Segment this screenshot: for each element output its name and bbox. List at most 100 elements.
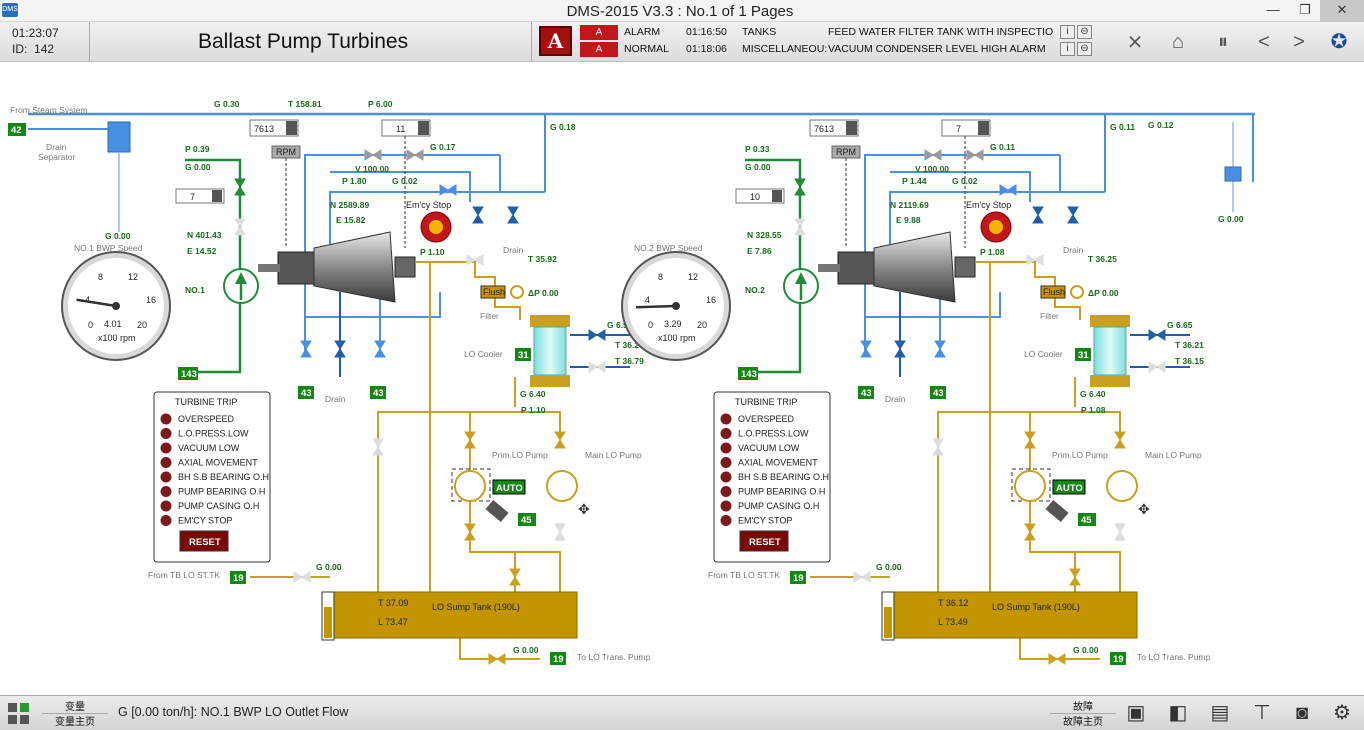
flow-box-19b[interactable] [1110, 652, 1126, 665]
open-icon[interactable]: ▤ [1210, 702, 1230, 724]
flow-box-43b[interactable] [370, 386, 386, 399]
spinner-icon[interactable] [212, 190, 222, 202]
oil-valve-icon[interactable] [554, 431, 566, 449]
flow-box-143[interactable] [178, 367, 198, 380]
flow-box[interactable] [8, 123, 26, 136]
close-button[interactable]: ✕ [1320, 0, 1364, 22]
alarm-info-button[interactable]: i [1060, 42, 1075, 56]
oil-valve-icon[interactable] [464, 523, 476, 541]
steam-valve-icon[interactable] [924, 149, 942, 161]
spinner-icon[interactable] [772, 190, 782, 202]
spinner-icon[interactable] [846, 121, 857, 135]
alarm-ack-button[interactable]: ⊖ [1077, 42, 1092, 56]
camera-icon[interactable]: ◙ [1295, 702, 1309, 724]
pause-icon[interactable]: ⏸ [1218, 31, 1228, 53]
oil-valve-icon[interactable] [853, 571, 871, 583]
flush-button[interactable] [480, 285, 506, 299]
flow-box-19[interactable] [790, 571, 806, 584]
drain-valve-icon[interactable] [507, 206, 519, 224]
prim-lo-pump-icon[interactable] [1014, 470, 1046, 502]
alarm-info-button[interactable]: i [1060, 25, 1075, 39]
flow-box-143[interactable] [738, 367, 758, 380]
oil-valve-icon[interactable] [509, 568, 521, 586]
flow-box-45[interactable] [1078, 513, 1096, 526]
oil-valve-icon[interactable] [466, 254, 484, 266]
relief-valve-icon[interactable] [372, 438, 384, 456]
restore-button[interactable]: ❐ [1299, 2, 1311, 17]
steam-valve-icon[interactable] [439, 184, 457, 196]
oil-valve-icon[interactable] [1024, 523, 1036, 541]
gauge-hub [112, 302, 120, 310]
var-home-button[interactable]: 变量主页 [55, 717, 95, 728]
next-icon[interactable]: > [1293, 31, 1305, 53]
flow-box-31[interactable] [1075, 348, 1091, 361]
flow-box-31[interactable] [515, 348, 531, 361]
flow-box-19b[interactable] [550, 652, 566, 665]
cw-valve-icon[interactable] [1148, 329, 1166, 341]
reset-button[interactable] [739, 530, 789, 552]
flush-button[interactable] [1040, 285, 1066, 299]
oil-valve-icon[interactable] [1114, 431, 1126, 449]
oil-valve-icon[interactable] [464, 431, 476, 449]
oil-valve-icon[interactable] [1026, 254, 1044, 266]
steam-valve-icon[interactable] [966, 149, 984, 161]
flow-box-45[interactable] [518, 513, 536, 526]
oil-valve-icon[interactable] [554, 523, 566, 541]
auto-button[interactable] [1052, 479, 1086, 495]
auto-button[interactable] [492, 479, 526, 495]
mute-icon[interactable]: ⨯ [1126, 31, 1144, 53]
governor-valve-icon[interactable] [794, 218, 806, 236]
drain-valve-icon[interactable] [894, 340, 906, 358]
alarm-row[interactable]: A NORMAL 01:18:06 MISCELLANEOU: VACUUM C… [580, 41, 1100, 58]
alarm-row[interactable]: A ALARM 01:16:50 TANKS FEED WATER FILTER… [580, 24, 1100, 41]
drain-valve-icon[interactable] [860, 340, 872, 358]
flow-box-43[interactable] [298, 386, 314, 399]
steam-valve-icon[interactable] [364, 149, 382, 161]
alarm-logo-icon[interactable]: A [539, 26, 572, 56]
prev-icon[interactable]: < [1258, 31, 1270, 53]
fault-button[interactable]: 故障 [1050, 698, 1116, 714]
spinner-icon[interactable] [978, 121, 989, 135]
prim-lo-pump-icon[interactable] [454, 470, 486, 502]
steam-valve-icon[interactable] [999, 184, 1017, 196]
drain-valve-icon[interactable] [472, 206, 484, 224]
spinner-icon[interactable] [418, 121, 429, 135]
save-as-icon[interactable]: ◧ [1168, 702, 1188, 724]
oil-valve-icon[interactable] [1024, 431, 1036, 449]
var-button[interactable]: 变量 [42, 698, 108, 714]
drain-valve-icon[interactable] [934, 340, 946, 358]
alarm-ack-button[interactable]: ⊖ [1077, 25, 1092, 39]
grid-view-icon[interactable] [6, 701, 36, 727]
governor-valve-icon[interactable] [234, 178, 246, 196]
home-icon[interactable]: ⌂ [1171, 31, 1185, 53]
main-lo-pump-icon[interactable] [1106, 470, 1138, 502]
settings-icon[interactable]: ⚙ [1333, 702, 1351, 724]
drain-valve-icon[interactable] [374, 340, 386, 358]
cw-valve-icon[interactable] [588, 329, 606, 341]
cw-valve-icon[interactable] [588, 361, 606, 373]
save-icon[interactable]: ▣ [1126, 702, 1146, 724]
relief-valve-icon[interactable] [932, 438, 944, 456]
oil-valve-icon[interactable] [1069, 568, 1081, 586]
oil-valve-icon[interactable] [1114, 523, 1126, 541]
oil-valve-icon[interactable] [488, 653, 506, 665]
drain-valve-icon[interactable] [334, 340, 346, 358]
reset-button[interactable] [179, 530, 229, 552]
drain-valve-icon[interactable] [1032, 206, 1044, 224]
flow-box-19[interactable] [230, 571, 246, 584]
governor-valve-icon[interactable] [234, 218, 246, 236]
drain-valve-icon[interactable] [1067, 206, 1079, 224]
governor-valve-icon[interactable] [794, 178, 806, 196]
fault-home-button[interactable]: 故障主页 [1063, 717, 1103, 728]
spinner-icon[interactable] [286, 121, 297, 135]
minimize-button[interactable]: — [1266, 2, 1280, 17]
main-lo-pump-icon[interactable] [546, 470, 578, 502]
pin-icon[interactable]: ⊤ [1253, 702, 1271, 724]
flow-box-43[interactable] [858, 386, 874, 399]
flow-box-43b[interactable] [930, 386, 946, 399]
oil-valve-icon[interactable] [293, 571, 311, 583]
steam-valve-icon[interactable] [406, 149, 424, 161]
drain-valve-icon[interactable] [300, 340, 312, 358]
cw-valve-icon[interactable] [1148, 361, 1166, 373]
oil-valve-icon[interactable] [1048, 653, 1066, 665]
